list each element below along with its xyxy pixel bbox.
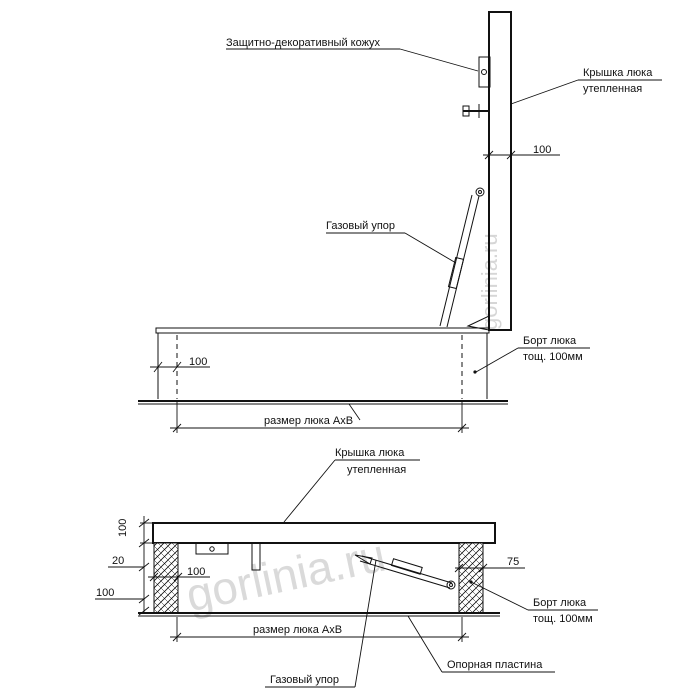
decorative-casing <box>478 56 491 88</box>
left-wall-insulation <box>153 542 179 614</box>
lid-label-bottom-2: утепленная <box>347 464 406 476</box>
rim-label-bottom-2: тощ. 100мм <box>533 613 593 625</box>
lid-label-bottom-1: Крышка люка <box>335 447 405 459</box>
size-label-bottom: размер люка АхВ <box>253 624 342 636</box>
dim-100-wall-top: 100 <box>189 356 207 368</box>
lid-label-top-2: утепленная <box>583 83 642 95</box>
rim-label-top-2: тощ. 100мм <box>523 351 583 363</box>
dim-20: 20 <box>112 555 124 567</box>
casing-label: Защитно-декоративный кожух <box>226 37 381 49</box>
dim-100-wall-bottom: 100 <box>187 566 205 578</box>
dim-100-lid-top: 100 <box>533 144 551 156</box>
rim-label-top-1: Борт люка <box>523 335 577 347</box>
lid-label-top-1: Крышка люка <box>583 67 653 79</box>
gas-spring-top <box>439 187 485 328</box>
plate-label: Опорная пластина <box>447 659 543 671</box>
gas-spring-label-top: Газовый упор <box>326 220 395 232</box>
dim-75: 75 <box>507 556 519 568</box>
open-lid <box>488 11 512 331</box>
right-wall-insulation <box>458 542 484 614</box>
dim-100-lid-bottom: 100 <box>117 519 129 537</box>
top-view: 100 размер люка АхВ 100 Защитно-декорати… <box>138 11 662 433</box>
dim-100-base: 100 <box>96 587 114 599</box>
rim-label-bottom-1: Борт люка <box>533 597 587 609</box>
size-label-top: размер люка АхВ <box>264 415 353 427</box>
gas-spring-label-bottom: Газовый упор <box>270 674 339 686</box>
bottom-view: 100 20 100 100 75 размер люка АхВ Крышка… <box>95 447 598 688</box>
